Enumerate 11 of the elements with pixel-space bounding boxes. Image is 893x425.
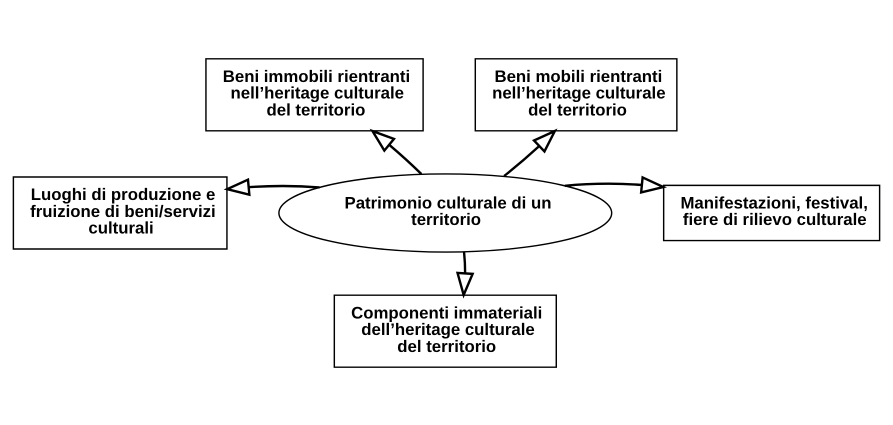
node-ellipse: Patrimonio culturale di un territorio bbox=[278, 172, 612, 252]
arrow bbox=[456, 251, 474, 298]
node-box: Beni immobili rientranti nell’heritage culturale del territorio bbox=[205, 58, 424, 131]
node-box: Beni mobili rientranti nell’heritage culturale del territorio bbox=[474, 58, 678, 131]
arrow bbox=[224, 177, 320, 196]
arrow bbox=[370, 128, 422, 174]
node-box: Componenti immateriali dell’heritage culturale del territorio bbox=[334, 294, 557, 368]
node-box: Luoghi di produzione e fruizione di beni/servizi culturali bbox=[12, 176, 228, 250]
arrow bbox=[564, 175, 667, 194]
arrow bbox=[503, 128, 558, 176]
node-box: Manifestazioni, festival, fiere di rilievo culturale bbox=[662, 184, 880, 241]
